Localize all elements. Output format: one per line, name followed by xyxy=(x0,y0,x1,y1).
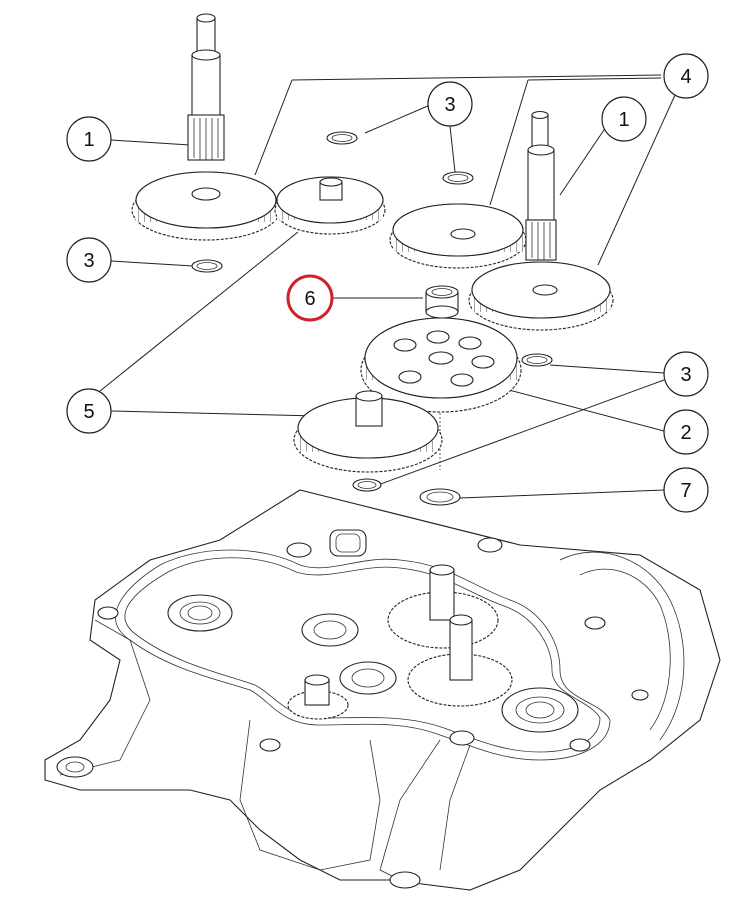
gear-right xyxy=(468,261,614,331)
gear-top-middle xyxy=(274,176,386,235)
svg-text:4: 4 xyxy=(680,66,691,88)
gearbox-housing xyxy=(44,489,721,891)
gear-with-holes xyxy=(360,317,522,413)
washers xyxy=(191,131,553,506)
svg-text:1: 1 xyxy=(83,129,94,151)
bushing-6 xyxy=(425,285,459,319)
callout-7: 7 xyxy=(663,467,709,513)
callout-2: 2 xyxy=(663,409,709,455)
callouts: 1 1 3 3 3 4 5 6 xyxy=(66,53,709,513)
callout-6-highlighted: 6 xyxy=(286,274,334,322)
svg-text:5: 5 xyxy=(83,401,94,423)
svg-text:6: 6 xyxy=(304,288,315,310)
svg-text:1: 1 xyxy=(618,109,629,131)
callout-3-left: 3 xyxy=(66,237,112,283)
svg-text:3: 3 xyxy=(680,364,691,386)
gear-lower-left xyxy=(293,390,443,473)
callout-1-right: 1 xyxy=(601,96,647,142)
svg-text:2: 2 xyxy=(680,422,691,444)
callout-5: 5 xyxy=(66,388,112,434)
callout-1-left: 1 xyxy=(66,116,112,162)
svg-text:7: 7 xyxy=(680,480,691,502)
svg-text:3: 3 xyxy=(444,94,455,116)
gear-center-right xyxy=(389,203,527,269)
shaft-left xyxy=(187,13,225,161)
callout-3-top: 3 xyxy=(427,81,473,127)
gear-top-left xyxy=(131,171,281,241)
callout-4: 4 xyxy=(663,53,709,99)
leader-lines xyxy=(99,74,676,499)
svg-text:3: 3 xyxy=(83,250,94,272)
shaft-right xyxy=(525,110,557,261)
callout-3-right: 3 xyxy=(663,351,709,397)
